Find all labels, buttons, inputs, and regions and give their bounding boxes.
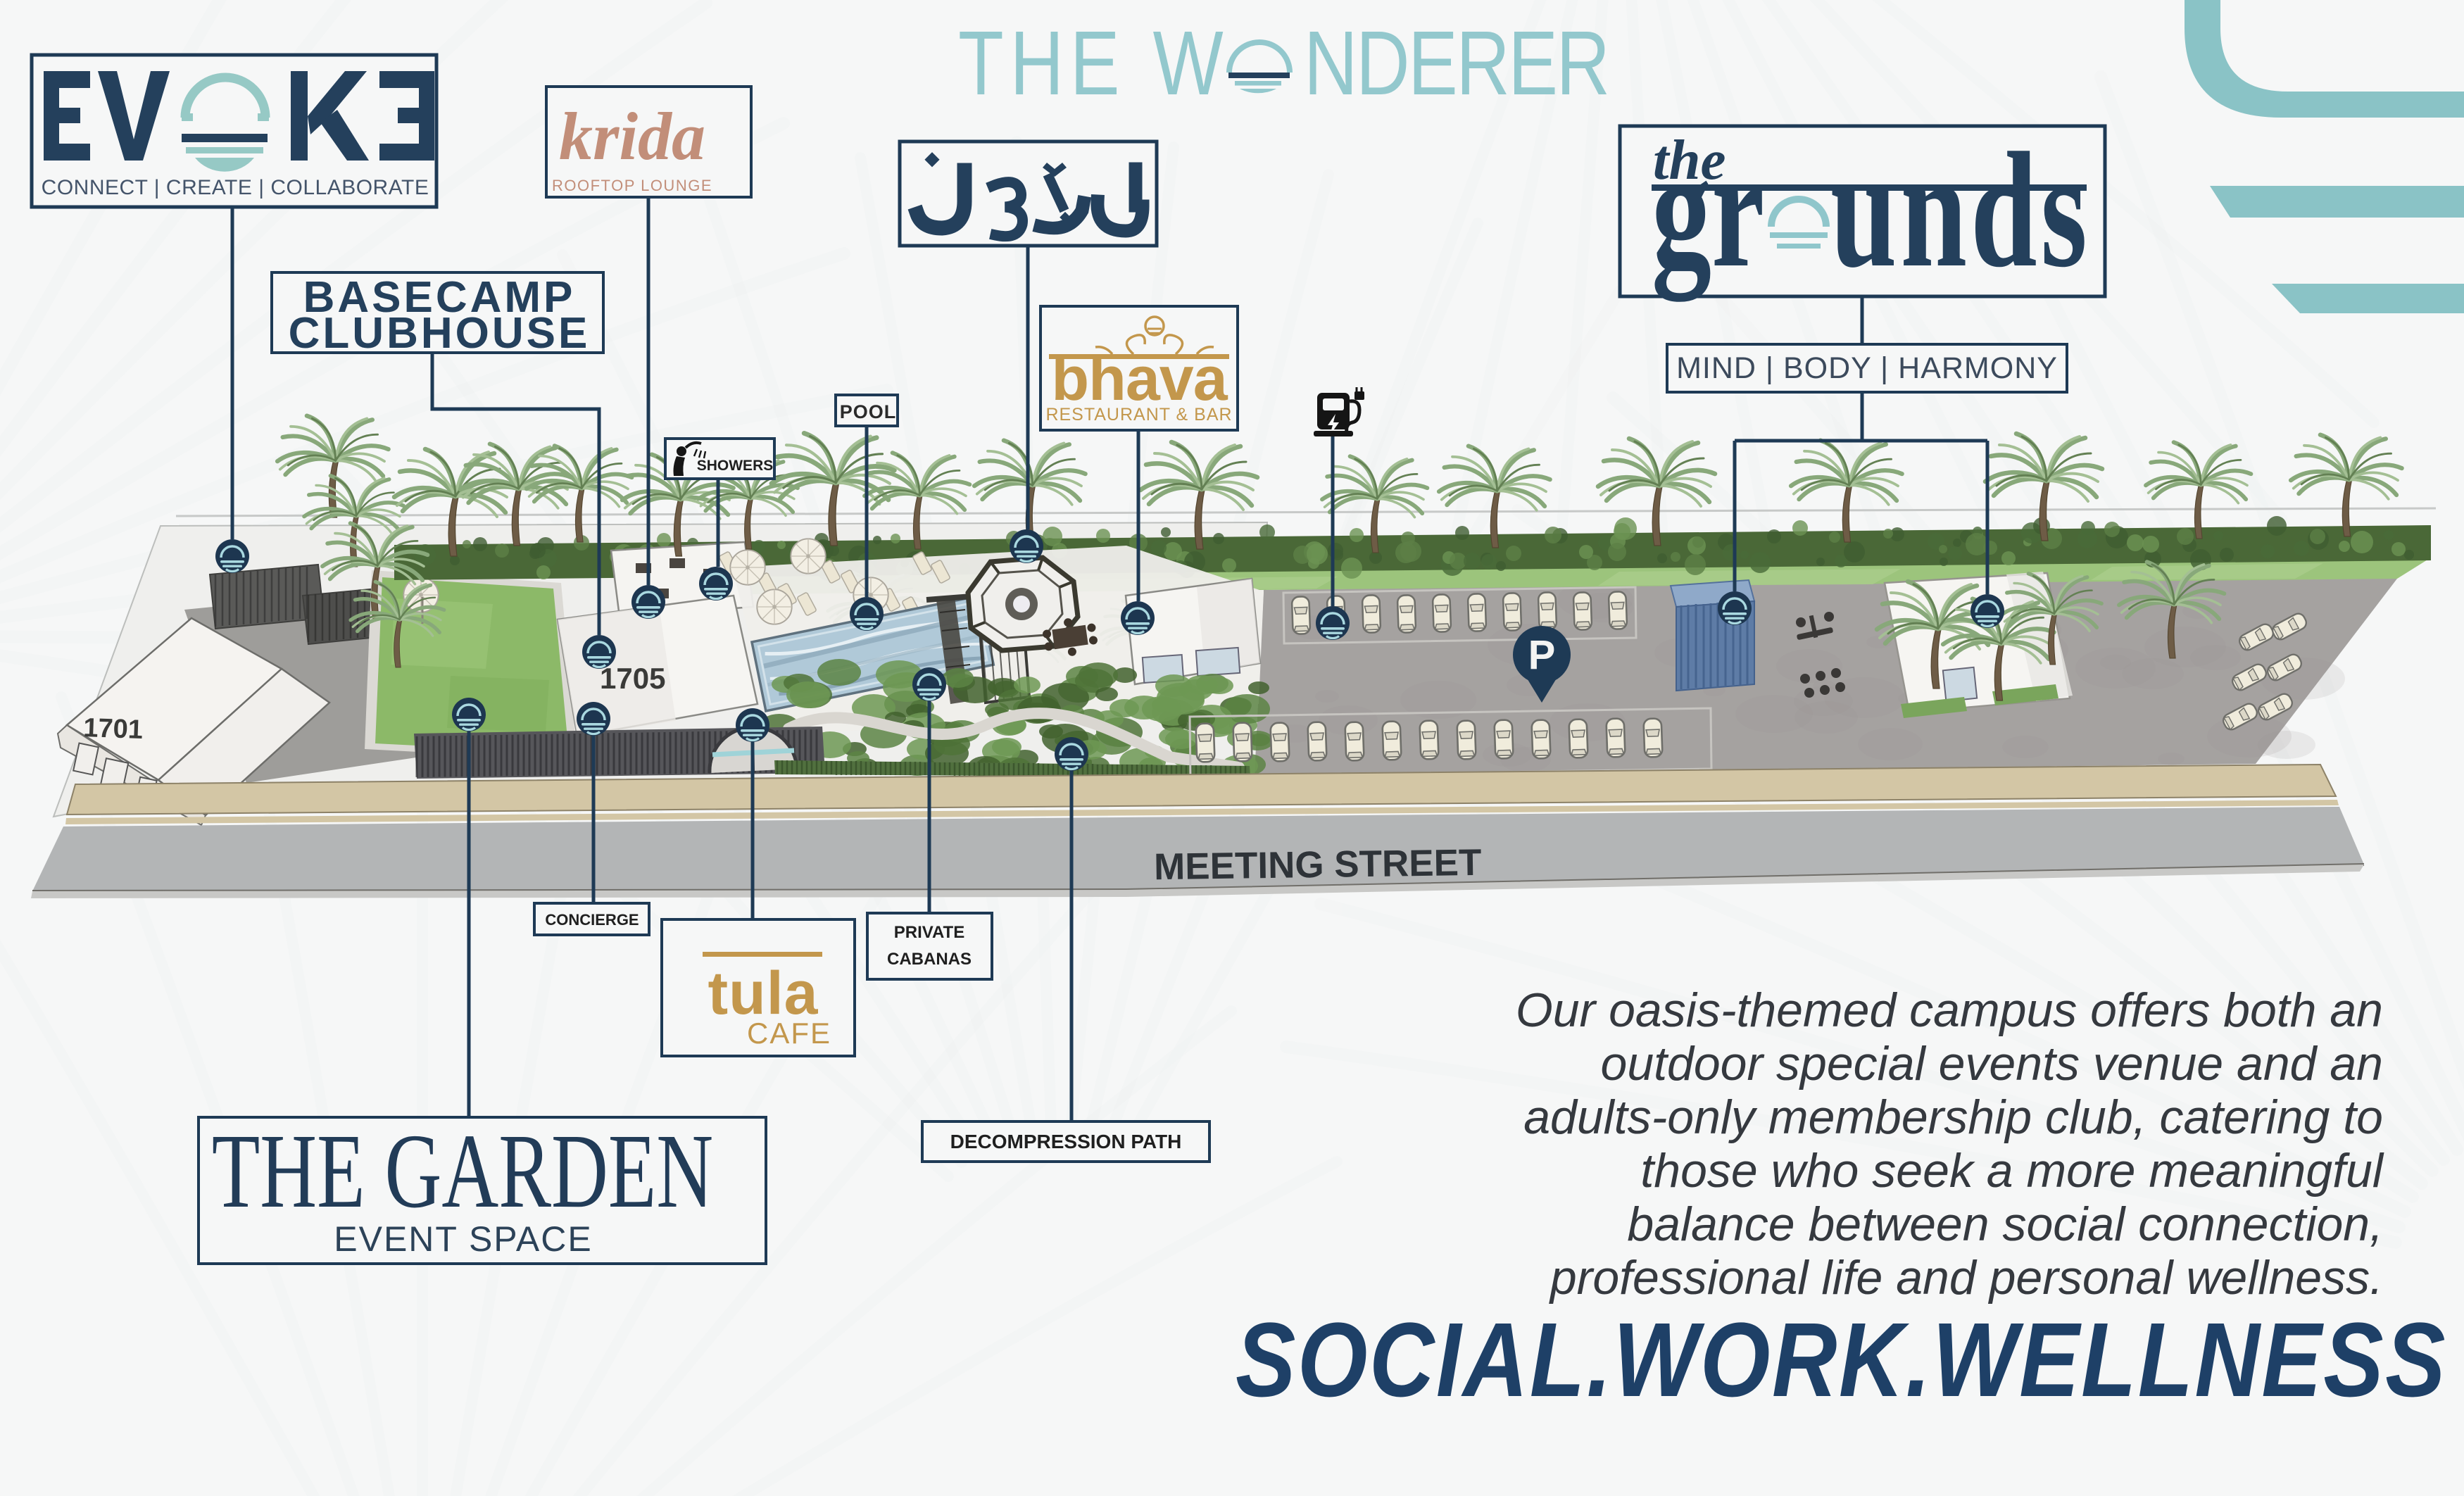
svg-text:ROOFTOP LOUNGE: ROOFTOP LOUNGE [552,177,712,194]
svg-text:outdoor special events venue a: outdoor special events venue and an [1601,1037,2383,1090]
svg-text:CLUBHOUSE: CLUBHOUSE [289,309,591,358]
svg-text:BASECAMP: BASECAMP [303,273,576,322]
svg-text:DECOMPRESSION PATH: DECOMPRESSION PATH [950,1131,1182,1152]
svg-text:tula: tula [708,960,819,1027]
svg-text:THE GARDEN: THE GARDEN [212,1112,713,1230]
svg-text:RESTAURANT & BAR: RESTAURANT & BAR [1045,405,1232,425]
svg-text:SOCIAL.WORK.WELLNESS: SOCIAL.WORK.WELLNESS [1236,1301,2447,1419]
svg-text:CONNECT | CREATE | COLLABORATE: CONNECT | CREATE | COLLABORATE [42,176,429,199]
svg-text:krida: krida [559,99,705,174]
svg-text:SHOWERS: SHOWERS [697,458,774,474]
svg-text:MEETING STREET: MEETING STREET [1154,842,1482,888]
svg-text:the: the [1653,128,1726,191]
svg-text:NDERER: NDERER [1304,13,1609,114]
svg-text:PRIVATE: PRIVATE [894,923,964,942]
svg-text:MIND | BODY | HARMONY: MIND | BODY | HARMONY [1676,351,2058,385]
svg-text:bhava: bhava [1051,344,1228,413]
svg-text:P: P [1528,632,1556,678]
svg-text:1701: 1701 [83,713,144,745]
svg-text:Our oasis-themed campus offers: Our oasis-themed campus offers both an [1516,983,2383,1037]
svg-text:unds: unds [1830,119,2091,302]
svg-text:professional life and personal: professional life and personal wellness. [1549,1251,2383,1305]
svg-text:CAFE: CAFE [747,1017,831,1050]
svg-text:THE W: THE W [958,13,1229,114]
svg-text:EVENT SPACE: EVENT SPACE [334,1219,592,1259]
svg-text:CABANAS: CABANAS [887,950,972,969]
svg-text:balance between social connect: balance between social connection, [1627,1198,2383,1251]
svg-text:POOL: POOL [840,401,897,422]
svg-text:CONCIERGE: CONCIERGE [545,911,639,929]
svg-text:those who seek a more meaningf: those who seek a more meaningful [1640,1144,2384,1198]
svg-text:1705: 1705 [600,662,665,695]
svg-text:gr: gr [1652,119,1764,302]
svg-text:adults-only membership club, c: adults-only membership club, catering to [1523,1090,2383,1144]
